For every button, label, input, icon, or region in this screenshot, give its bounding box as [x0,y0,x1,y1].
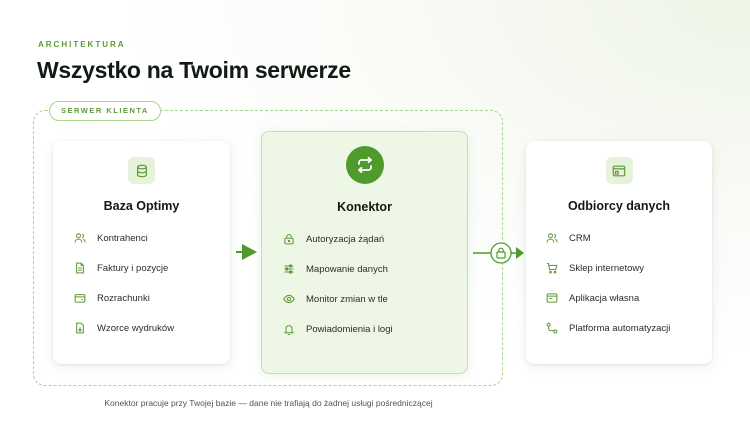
list-item: Aplikacja własna [526,283,712,313]
database-item-list: Kontrahenci Faktury i pozycje Rozrachunk… [53,223,230,343]
app-window-icon [546,292,558,304]
list-item-label: Sklep internetowy [569,262,644,274]
client-server-tag: SERWER KLIENTA [49,101,161,121]
document-icon [74,262,86,274]
list-item-label: Rozrachunki [97,292,150,304]
bell-icon [283,323,295,335]
database-card: Baza Optimy Kontrahenci Faktury i pozycj… [53,141,230,364]
users-icon [546,232,558,244]
list-item-label: Faktury i pozycje [97,262,169,274]
receivers-item-list: CRM Sklep internetowy Aplikacja własna P… [526,223,712,343]
receivers-card: Odbiorcy danych CRM Sklep internetowy Ap… [526,141,712,364]
eyebrow-label: ARCHITEKTURA [38,40,126,49]
cart-icon [546,262,558,274]
flow-arrow-icon [236,242,260,262]
list-item: Platforma automatyzacji [526,313,712,343]
secure-flow-arrow-icon [473,240,525,266]
list-item-label: Wzorce wydruków [97,322,175,334]
list-item-label: Aplikacja własna [569,292,640,304]
database-card-title: Baza Optimy [103,199,180,213]
lock-icon [283,233,295,245]
list-item: Wzorce wydruków [53,313,230,343]
workflow-icon [546,322,558,334]
connector-item-list: Autoryzacja żądań Mapowanie danych Monit… [262,224,467,344]
users-icon [74,232,86,244]
connector-card: Konektor Autoryzacja żądań Mapowanie dan… [261,131,468,374]
list-item: Kontrahenci [53,223,230,253]
list-item: Mapowanie danych [262,254,467,284]
sync-icon [345,146,384,184]
list-item: Sklep internetowy [526,253,712,283]
sliders-icon [283,263,295,275]
list-item-label: Platforma automatyzacji [569,322,671,334]
wallet-icon [74,292,86,304]
list-item: CRM [526,223,712,253]
window-icon [605,157,633,184]
list-item-label: CRM [569,232,591,244]
list-item: Autoryzacja żądań [262,224,467,254]
list-item-label: Autoryzacja żądań [306,233,385,245]
eye-icon [283,293,295,305]
list-item: Faktury i pozycje [53,253,230,283]
database-icon [128,157,155,184]
list-item: Powiadomienia i logi [262,314,467,344]
footer-caption: Konektor pracuje przy Twojej bazie — dan… [104,398,433,408]
list-item: Monitor zmian w tle [262,284,467,314]
receivers-card-title: Odbiorcy danych [567,199,671,213]
page-title: Wszystko na Twoim serwerze [37,57,351,83]
connector-card-title: Konektor [337,200,392,214]
list-item-label: Kontrahenci [97,232,148,244]
list-item-label: Powiadomienia i logi [306,323,393,335]
list-item-label: Monitor zmian w tle [306,293,388,305]
list-item-label: Mapowanie danych [306,263,388,275]
file-download-icon [74,322,86,334]
list-item: Rozrachunki [53,283,230,313]
